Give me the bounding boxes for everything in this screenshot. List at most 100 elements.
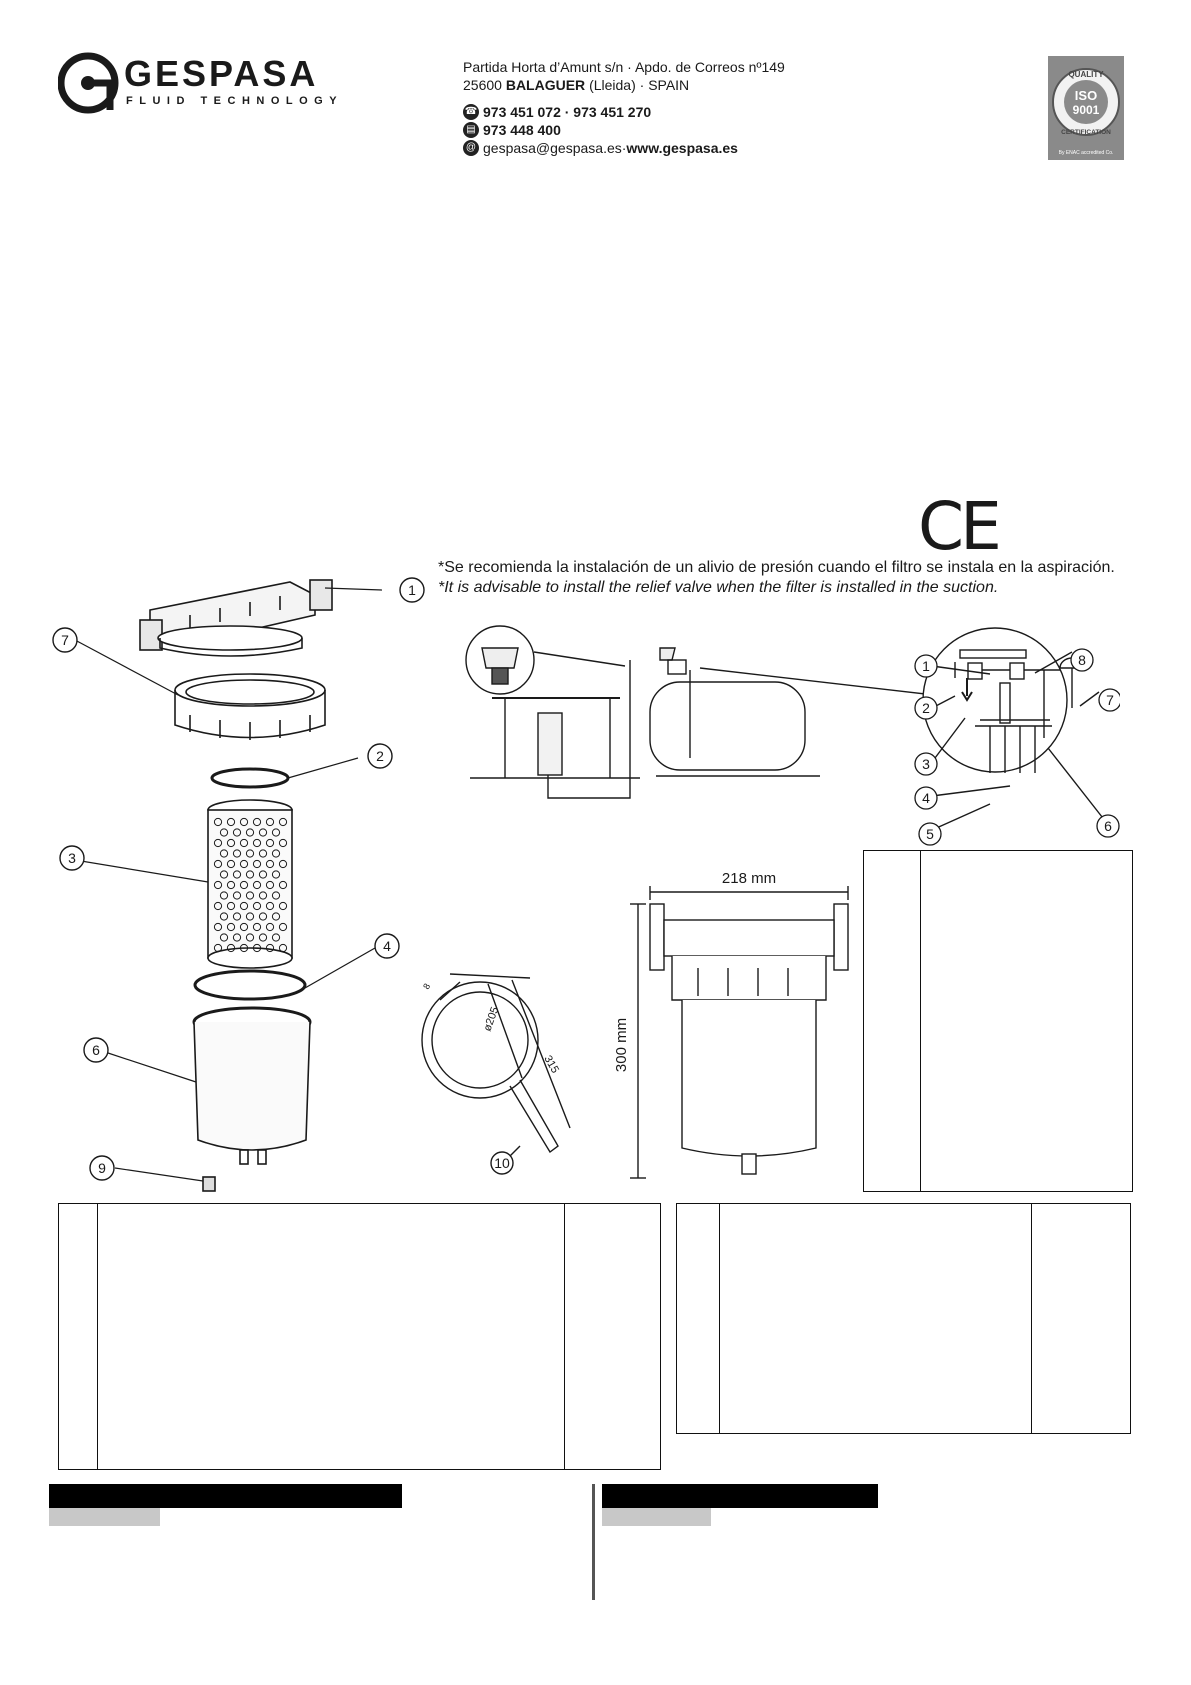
callout-6: 6 bbox=[92, 1042, 100, 1058]
fax-number: 973 448 400 bbox=[483, 122, 561, 138]
o-ring-large-part bbox=[193, 969, 307, 1001]
cartridge-hole bbox=[232, 870, 242, 879]
cartridge-hole bbox=[271, 849, 281, 858]
cartridge-hole bbox=[232, 912, 242, 921]
wrench-length: 315 bbox=[541, 1054, 561, 1076]
iso-mid-text: ISO bbox=[1075, 88, 1097, 103]
cartridge-hole bbox=[226, 922, 236, 932]
cartridge-hole bbox=[265, 880, 275, 890]
drain-plug-part bbox=[202, 1176, 216, 1192]
cartridge-hole bbox=[271, 912, 281, 921]
logo-text: GESPASA bbox=[124, 53, 318, 94]
callout-2: 2 bbox=[376, 748, 384, 764]
cartridge-hole bbox=[252, 922, 262, 932]
cartridge-hole bbox=[265, 943, 275, 953]
cartridge-hole bbox=[213, 859, 223, 869]
cartridge-hole bbox=[252, 880, 262, 890]
parts-table-right bbox=[863, 850, 1133, 1192]
inst-callout-5: 5 bbox=[926, 826, 934, 842]
cartridge-hole bbox=[258, 828, 268, 837]
phone-numbers: 973 451 072 · 973 451 270 bbox=[483, 104, 652, 120]
cartridge-hole bbox=[219, 849, 229, 858]
filter-head-part bbox=[139, 579, 333, 657]
cartridge-hole bbox=[278, 901, 288, 911]
cartridge-hole bbox=[213, 838, 223, 848]
cartridge-hole bbox=[219, 933, 229, 942]
cartridge-hole bbox=[278, 859, 288, 869]
email-icon: @ bbox=[463, 140, 479, 156]
logo-subtitle: FLUID TECHNOLOGY bbox=[126, 95, 343, 107]
cartridge-hole bbox=[239, 817, 249, 827]
section-subbar-left bbox=[49, 1508, 160, 1526]
width-dimension: 218 mm bbox=[722, 870, 776, 887]
inst-callout-1: 1 bbox=[922, 658, 930, 674]
wrench-thickness: 8 bbox=[421, 982, 432, 991]
ring-nut-part bbox=[174, 673, 326, 740]
phone-line: ☎ 973 451 072 · 973 451 270 bbox=[463, 103, 738, 121]
parts-table-middle bbox=[676, 1203, 1131, 1434]
ce-mark: CE bbox=[918, 488, 1002, 565]
note-english: *It is advisable to install the relief v… bbox=[438, 579, 999, 596]
cartridge-hole bbox=[278, 922, 288, 932]
email-line: @ gespasa@gespasa.es · www.gespasa.es bbox=[463, 139, 738, 157]
cartridge-hole bbox=[278, 817, 288, 827]
email-address[interactable]: gespasa@gespasa.es bbox=[483, 140, 622, 156]
website-link[interactable]: www.gespasa.es bbox=[626, 140, 738, 156]
parts-table-left bbox=[58, 1203, 661, 1470]
callout-10: 10 bbox=[494, 1155, 510, 1171]
cartridge-hole bbox=[258, 912, 268, 921]
cartridge-hole bbox=[219, 828, 229, 837]
cartridge-hole bbox=[265, 838, 275, 848]
dimension-drawing: 218 mm 300 mm bbox=[610, 860, 855, 1180]
cartridge-hole bbox=[258, 891, 268, 900]
cartridge-hole bbox=[258, 849, 268, 858]
callout-1: 1 bbox=[408, 582, 416, 598]
callout-7: 7 bbox=[61, 632, 69, 648]
cartridge-hole bbox=[239, 901, 249, 911]
address-line-1: Partida Horta d’Amunt s/n · Apdo. de Cor… bbox=[463, 59, 785, 75]
cartridge-hole bbox=[265, 859, 275, 869]
cartridge-hole bbox=[252, 859, 262, 869]
cartridge-hole bbox=[278, 838, 288, 848]
cartridge-hole bbox=[219, 891, 229, 900]
iso-bottom-text: CERTIFICATION bbox=[1061, 129, 1111, 136]
address-line-2: 25600 BALAGUER (Lleida) · SPAIN bbox=[463, 77, 690, 93]
section-bar-left bbox=[49, 1484, 402, 1508]
cartridge-hole bbox=[239, 859, 249, 869]
inst-callout-7: 7 bbox=[1106, 692, 1114, 708]
cartridge-hole bbox=[232, 933, 242, 942]
cartridge-hole bbox=[245, 828, 255, 837]
wrench-diagram: 8 ø205 315 10 bbox=[420, 960, 620, 1175]
cartridge-hole bbox=[278, 880, 288, 890]
cartridge-hole bbox=[271, 828, 281, 837]
section-subbar-right bbox=[602, 1508, 711, 1526]
cartridge-hole bbox=[252, 817, 262, 827]
inst-callout-4: 4 bbox=[922, 790, 930, 806]
cartridge-hole bbox=[239, 922, 249, 932]
iso-note-text: By ENAC accredited Co. bbox=[1059, 150, 1114, 156]
cartridge-hole bbox=[226, 838, 236, 848]
iso-number-text: 9001 bbox=[1073, 103, 1100, 117]
fax-icon: ▤ bbox=[463, 122, 479, 138]
cartridge-hole bbox=[213, 943, 223, 953]
cartridge-hole bbox=[232, 849, 242, 858]
cartridge-hole bbox=[213, 880, 223, 890]
cartridge-hole bbox=[252, 943, 262, 953]
cartridge-hole bbox=[265, 922, 275, 932]
section-bar-right bbox=[602, 1484, 878, 1508]
cartridge-hole bbox=[278, 943, 288, 953]
callout-4: 4 bbox=[383, 938, 391, 954]
cartridge-hole bbox=[226, 859, 236, 869]
phone-icon: ☎ bbox=[463, 104, 479, 120]
contact-block: ☎ 973 451 072 · 973 451 270 ▤ 973 448 40… bbox=[463, 103, 738, 157]
cartridge-hole bbox=[245, 891, 255, 900]
cartridge-hole bbox=[245, 933, 255, 942]
company-address: Partida Horta d’Amunt s/n · Apdo. de Cor… bbox=[463, 58, 785, 94]
o-ring-small-part bbox=[210, 767, 290, 789]
height-dimension: 300 mm bbox=[613, 1018, 630, 1072]
inst-callout-6: 6 bbox=[1104, 818, 1112, 834]
cartridge-hole bbox=[239, 838, 249, 848]
cartridge-hole bbox=[252, 838, 262, 848]
inst-callout-2: 2 bbox=[922, 700, 930, 716]
cartridge-hole bbox=[226, 817, 236, 827]
